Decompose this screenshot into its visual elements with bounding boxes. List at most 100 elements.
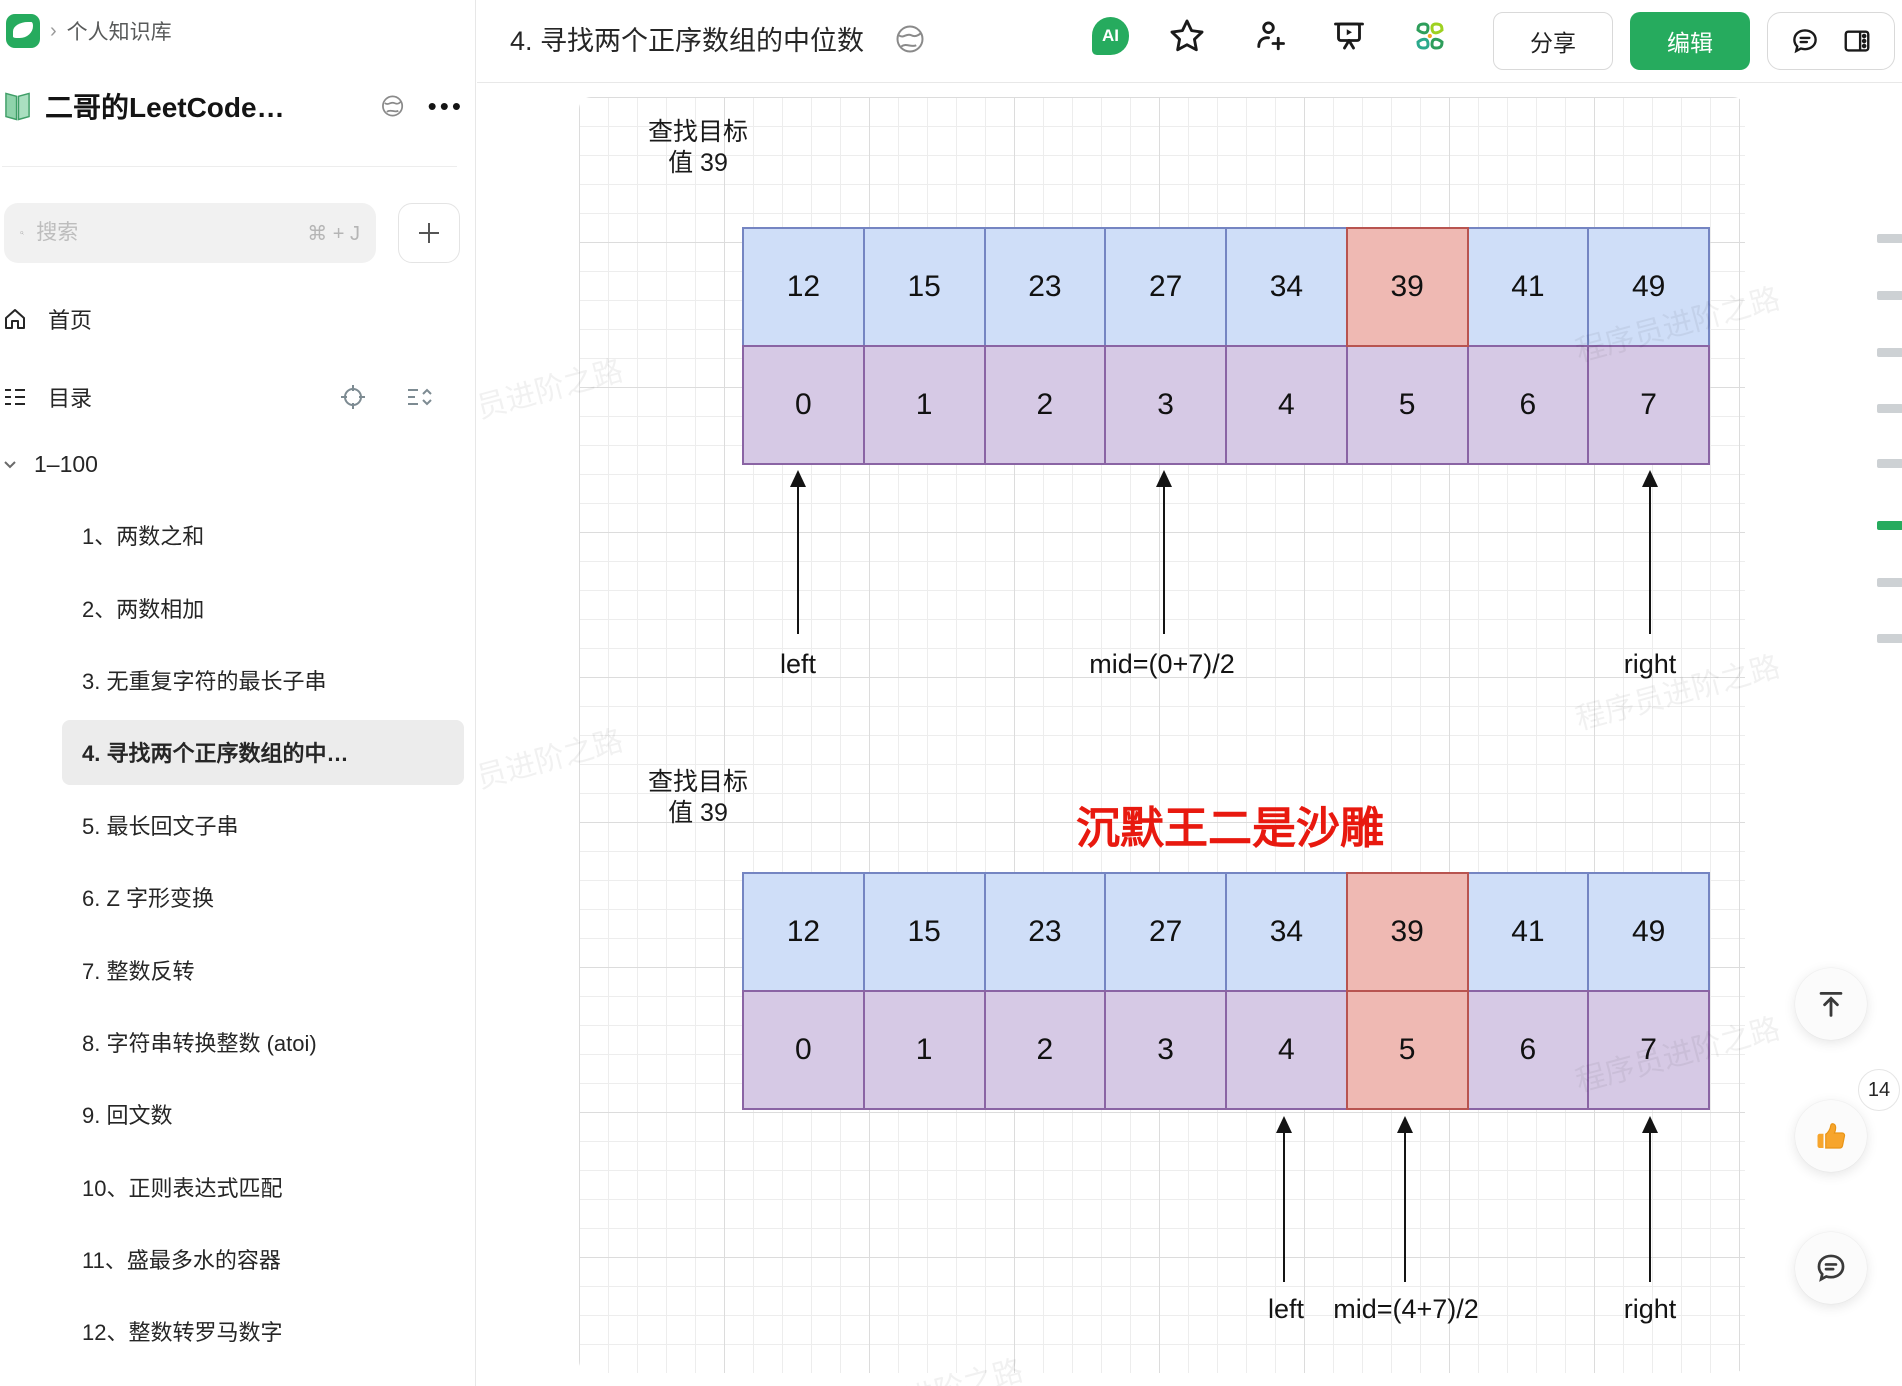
sidebar-group-1-100[interactable]: 1–100 — [0, 444, 460, 484]
cell-index: 4 — [1225, 990, 1348, 1110]
public-globe-icon — [896, 25, 924, 53]
main-pane: 4. 寻找两个正序数组的中位数 AI — [477, 0, 1902, 1386]
pointer-label-right: right — [1623, 649, 1677, 679]
cell-index: 7 — [1587, 990, 1710, 1110]
edit-button[interactable]: 编辑 — [1630, 12, 1750, 70]
cell-index: 1 — [862, 990, 986, 1110]
cell-index: 0 — [742, 990, 865, 1110]
search-shortcut: ⌘ + J — [307, 222, 360, 245]
pointer-arrow-mid — [1397, 1116, 1413, 1282]
sidebar-item-home[interactable]: 首页 — [2, 296, 462, 342]
toc-list-icon — [5, 389, 25, 405]
cell-value: 12 — [742, 872, 865, 992]
book-icon — [5, 92, 30, 121]
star-favorite-button[interactable] — [1167, 16, 1207, 56]
chevron-right-icon: › — [50, 19, 57, 42]
divider — [2, 166, 457, 167]
doc-item-6[interactable]: 6. Z 字形变换 — [82, 886, 215, 912]
cell-index-highlighted: 5 — [1345, 990, 1469, 1110]
cell-value: 34 — [1225, 872, 1348, 992]
cell-index: 3 — [1104, 990, 1227, 1110]
cell-value: 23 — [983, 872, 1107, 992]
breadcrumb[interactable]: 个人知识库 — [66, 21, 172, 44]
target-label-2: 查找目标 值 39 — [647, 768, 748, 827]
cell-value: 49 — [1587, 872, 1710, 992]
outline-active-bar — [1877, 521, 1902, 530]
doc-item-5[interactable]: 5. 最长回文子串 — [82, 813, 239, 839]
sidebar-item-toc[interactable]: 目录 — [2, 374, 462, 420]
home-icon — [5, 309, 25, 329]
like-count-badge: 14 — [1858, 1069, 1900, 1111]
share-button[interactable]: 分享 — [1493, 12, 1613, 70]
page-title: 4. 寻找两个正序数组的中位数 — [510, 26, 865, 56]
cell-value: 27 — [1104, 227, 1227, 347]
plus-icon — [419, 223, 439, 243]
doc-item-9[interactable]: 9. 回文数 — [82, 1103, 173, 1129]
cell-index: 6 — [1466, 990, 1590, 1110]
doc-header: 4. 寻找两个正序数组的中位数 AI — [477, 0, 1902, 83]
doc-item-12[interactable]: 12、整数转罗马数字 — [82, 1320, 283, 1346]
cell-index: 4 — [1225, 345, 1348, 465]
doc-item-11[interactable]: 11、盛最多水的容器 — [82, 1248, 281, 1274]
toc-label: 目录 — [48, 386, 93, 411]
search-input[interactable] — [36, 221, 308, 245]
cell-value: 15 — [862, 872, 986, 992]
doc-item-4-selected[interactable]: 4. 寻找两个正序数组的中… — [0, 716, 476, 788]
home-label: 首页 — [48, 308, 93, 333]
present-mode-button[interactable] — [1329, 16, 1369, 56]
cell-value: 34 — [1225, 227, 1348, 347]
doc-item-10[interactable]: 10、正则表达式匹配 — [82, 1175, 283, 1201]
invite-collaborator-button[interactable] — [1250, 16, 1290, 56]
red-annotation: 沉默王二是沙雕 — [1076, 804, 1384, 853]
book-title[interactable]: 二哥的LeetCode… — [45, 92, 285, 123]
doc-item-8[interactable]: 8. 字符串转换整数 (atoi) — [82, 1030, 317, 1056]
target-label-1: 查找目标 值 39 — [647, 118, 748, 177]
cell-index: 3 — [1104, 345, 1227, 465]
cell-value: 15 — [862, 227, 986, 347]
more-menu-button[interactable]: ••• — [427, 90, 464, 121]
like-button[interactable] — [1795, 1100, 1867, 1172]
index-row: 0 1 2 3 4 5 6 7 — [742, 990, 1710, 1110]
search-box[interactable]: ⌘ + J — [4, 203, 376, 263]
diagram-board[interactable]: 查找目标 值 39 12 15 23 27 34 39 41 49 0 1 2 … — [579, 97, 1745, 1373]
cell-value: 41 — [1466, 227, 1590, 347]
cell-index: 2 — [983, 990, 1107, 1110]
locate-icon[interactable] — [340, 384, 366, 410]
pointer-arrow-left — [790, 470, 806, 634]
index-row: 0 1 2 3 4 5 6 7 — [742, 345, 1710, 465]
cell-index: 7 — [1587, 345, 1710, 465]
pointer-arrow-mid — [1156, 470, 1172, 634]
apps-grid-icon[interactable] — [1410, 16, 1450, 56]
cell-index: 1 — [862, 345, 986, 465]
pointer-arrow-right — [1642, 470, 1658, 634]
collapse-list-icon[interactable] — [406, 384, 432, 410]
ai-assistant-button[interactable]: AI — [1092, 17, 1129, 55]
pointer-label-mid: mid=(0+7)/2 — [1089, 649, 1235, 679]
comment-button[interactable] — [1795, 1232, 1867, 1304]
pointer-label-right: right — [1623, 1294, 1677, 1324]
cell-value-highlighted: 39 — [1345, 872, 1469, 992]
value-row: 12 15 23 27 34 39 41 49 — [742, 227, 1710, 347]
group-label: 1–100 — [34, 450, 98, 477]
header-tools-pill — [1767, 12, 1895, 70]
cell-index: 0 — [742, 345, 865, 465]
doc-item-1[interactable]: 1、两数之和 — [82, 524, 205, 550]
pointer-arrow-right — [1642, 1116, 1658, 1282]
cell-value: 12 — [742, 227, 865, 347]
new-doc-button[interactable] — [398, 203, 460, 263]
toggle-right-panel-icon[interactable] — [1842, 26, 1872, 56]
doc-item-7[interactable]: 7. 整数反转 — [82, 958, 195, 984]
search-icon — [20, 231, 24, 235]
cell-value: 23 — [983, 227, 1107, 347]
app-logo-icon[interactable] — [6, 14, 40, 48]
pointer-arrow-left — [1276, 1116, 1292, 1282]
doc-item-3[interactable]: 3. 无重复字符的最长子串 — [82, 668, 327, 694]
cell-value: 41 — [1466, 872, 1590, 992]
sidebar: › 个人知识库 二哥的LeetCode… ••• ⌘ + J — [0, 0, 476, 1386]
back-to-top-button[interactable] — [1795, 968, 1867, 1040]
comments-icon[interactable] — [1790, 26, 1820, 56]
value-row: 12 15 23 27 34 39 41 49 — [742, 872, 1710, 992]
doc-item-2[interactable]: 2、两数相加 — [82, 596, 205, 622]
pointer-label-left: left — [779, 649, 817, 679]
cell-value-highlighted: 39 — [1345, 227, 1469, 347]
